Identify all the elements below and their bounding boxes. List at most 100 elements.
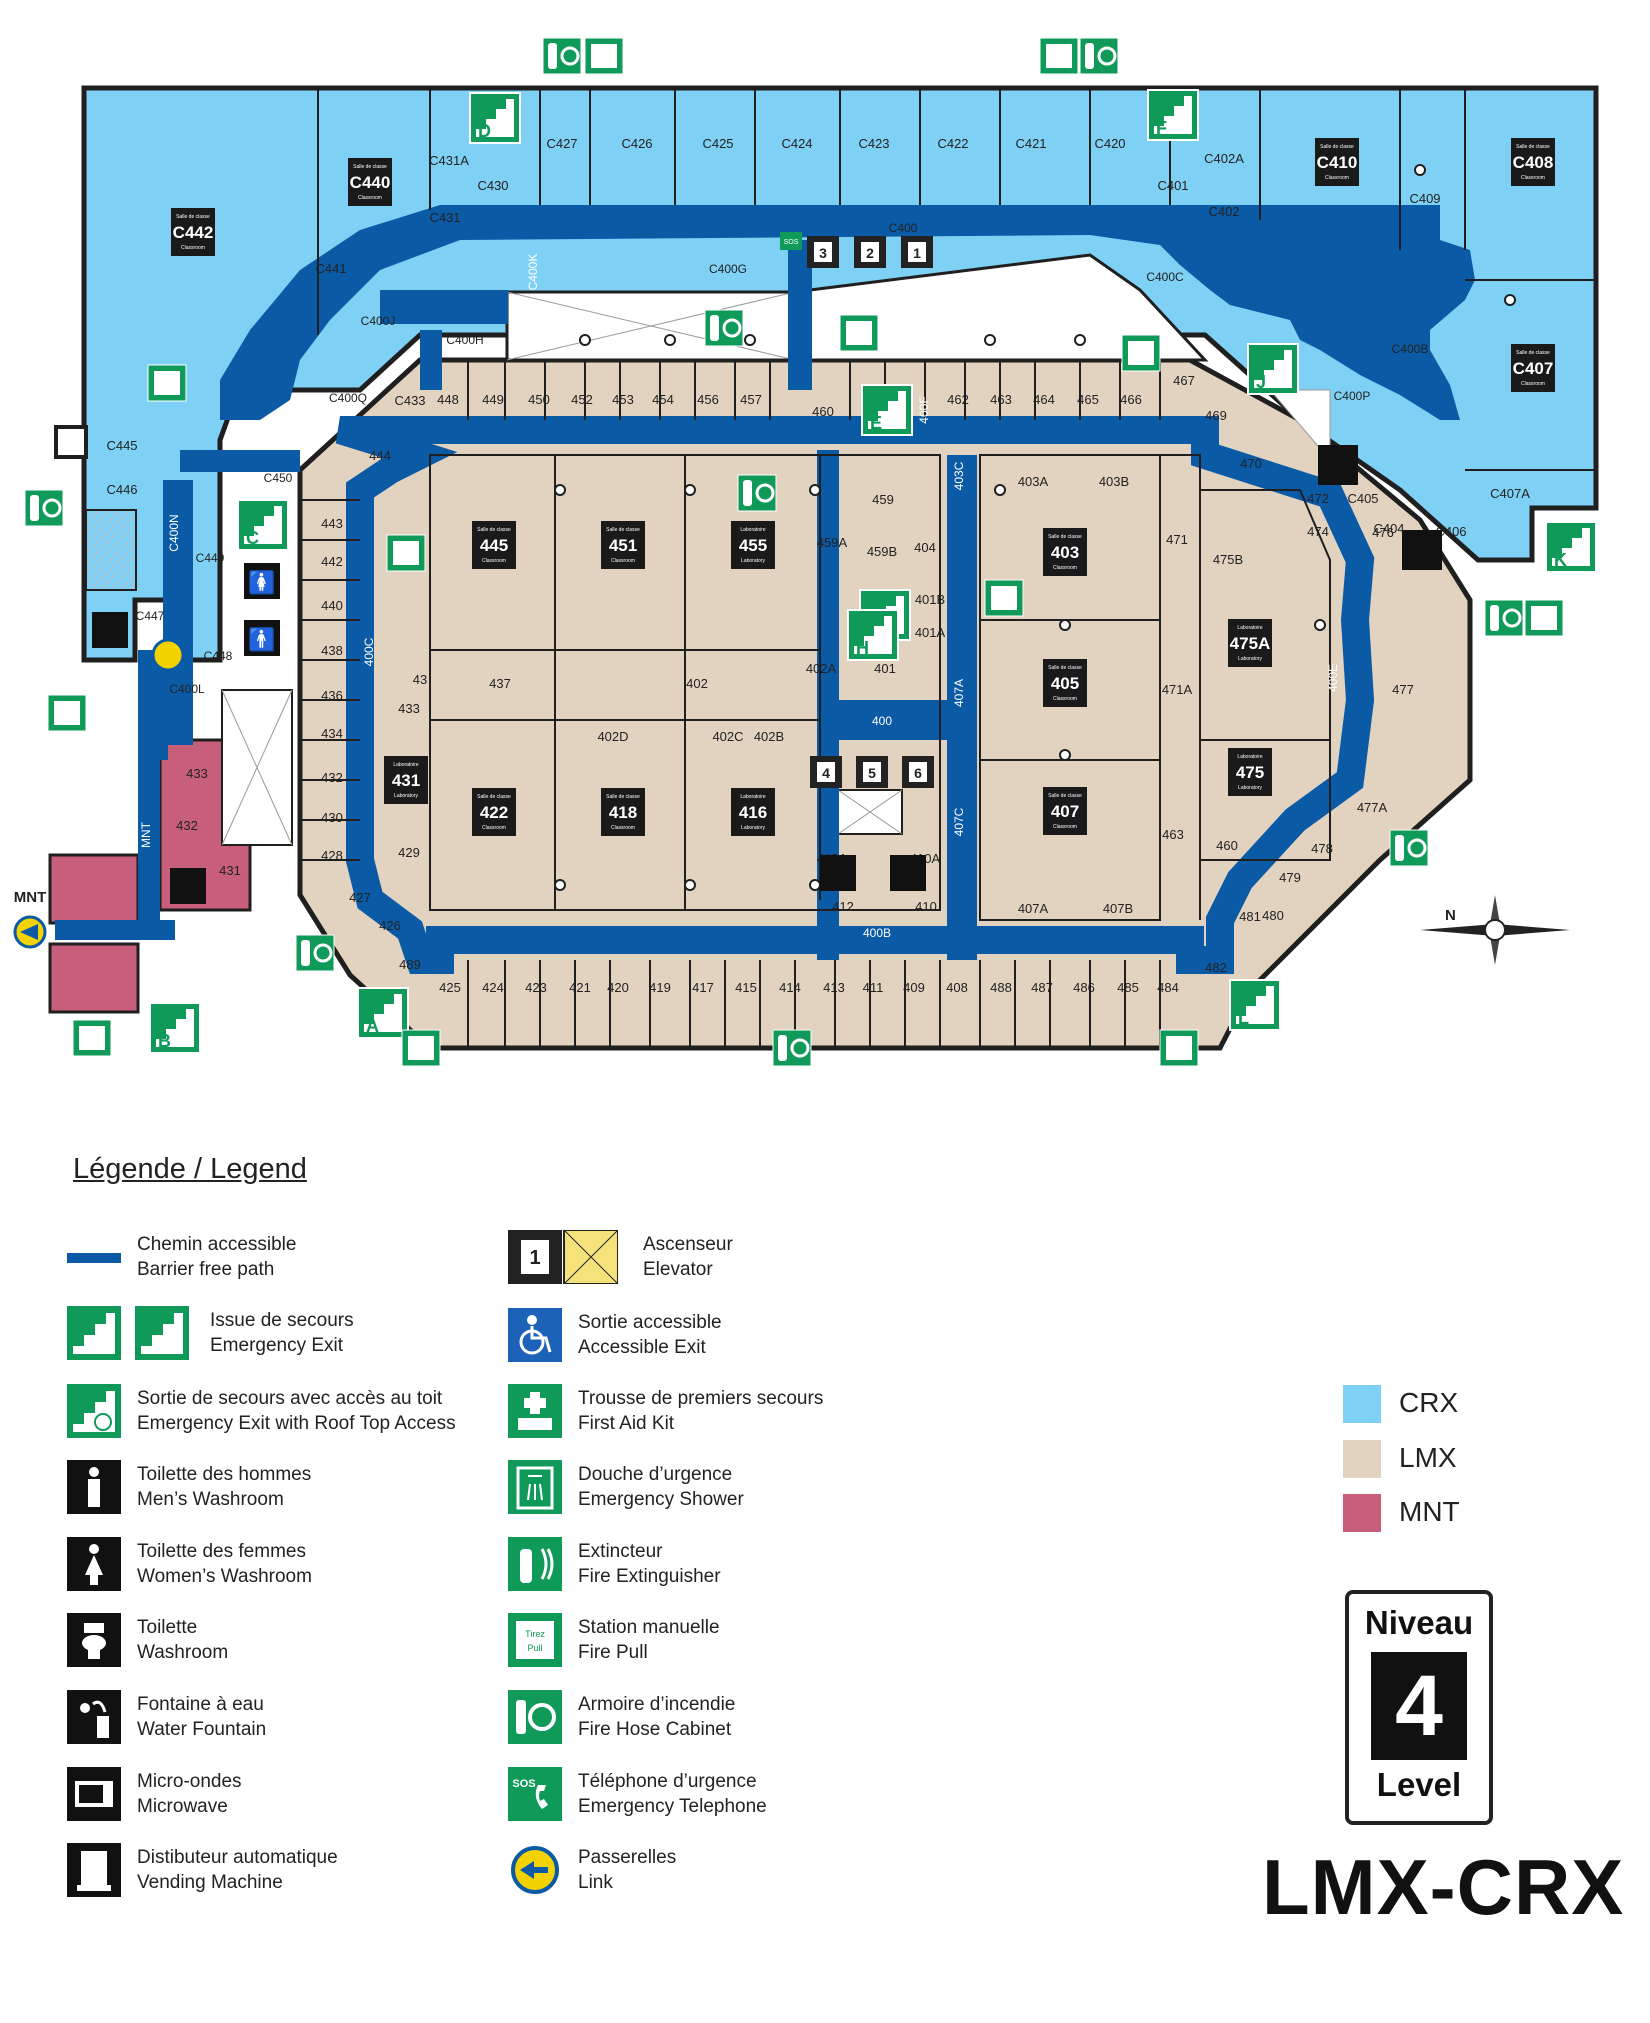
fire-hose-cabinet-icon <box>1079 37 1119 75</box>
svg-text:Salle de classe: Salle de classe <box>1320 144 1354 150</box>
room-label: C446 <box>106 482 137 497</box>
room-label: 408 <box>946 980 968 995</box>
room-label: 479 <box>1279 870 1301 885</box>
corridor-label: C447 <box>136 609 165 623</box>
room-label: 413 <box>823 980 845 995</box>
corridor-label: C400P <box>1334 389 1371 403</box>
elevator-icon: 1 <box>508 1229 619 1285</box>
svg-text:Classroom: Classroom <box>1325 175 1349 181</box>
svg-text:Laboratoire: Laboratoire <box>740 794 766 800</box>
room-label: C402A <box>1204 151 1244 166</box>
svg-text:SOS: SOS <box>784 239 799 246</box>
emergency-exit-icon: F <box>1147 89 1199 141</box>
room-label: 460 <box>812 404 834 419</box>
accessible-exit-icon <box>508 1308 562 1362</box>
svg-text:407: 407 <box>1051 802 1079 821</box>
elevator-icon: 1 <box>901 236 933 268</box>
svg-text:Laboratoire: Laboratoire <box>1237 754 1263 760</box>
room-label: 467 <box>1173 373 1195 388</box>
room-label: 463 <box>990 392 1012 407</box>
room-walls <box>300 88 1596 1048</box>
water-fountain-icon <box>67 1690 121 1744</box>
barrier-free-path-icon <box>67 1230 121 1284</box>
fire-extinguisher-icon <box>508 1537 562 1591</box>
fire-pull-icon <box>1039 37 1079 75</box>
svg-text:Classroom: Classroom <box>482 825 506 831</box>
corridor-label: C400J <box>361 314 396 328</box>
room-label: 484 <box>1157 980 1179 995</box>
room-label: 459A <box>817 535 848 550</box>
atrium-areas <box>85 253 1331 846</box>
corridor-label: C400H <box>446 333 483 347</box>
washroom-icon <box>67 1613 121 1667</box>
womens-washroom-icon <box>67 1537 121 1591</box>
emergency-exit-icon: A <box>357 987 409 1039</box>
room-label: 434 <box>321 726 343 741</box>
room-label: 460 <box>1216 838 1238 853</box>
room-label: 401A <box>915 625 946 640</box>
fire-hose-cabinet-icon <box>704 309 744 347</box>
room-label: C427 <box>546 136 577 151</box>
svg-text:F: F <box>1156 118 1167 138</box>
room-label: 43 <box>413 672 427 687</box>
room-label: 486 <box>1073 980 1095 995</box>
corridor-label: 400C <box>362 637 376 666</box>
room-label: 423 <box>525 980 547 995</box>
level-label-fr: Niveau <box>1364 1604 1474 1641</box>
fire-pull-icon <box>1524 599 1564 637</box>
room-label: 449 <box>482 392 504 407</box>
level-badge: Niveau 4 Level <box>1345 1590 1493 1825</box>
room-label: 463 <box>1162 827 1184 842</box>
room-label: 481 <box>1239 909 1261 924</box>
svg-text:Classroom: Classroom <box>1521 381 1545 387</box>
room-label: 419 <box>649 980 671 995</box>
svg-text:5: 5 <box>868 765 876 781</box>
svg-text:B: B <box>158 1031 171 1051</box>
svg-text:445: 445 <box>480 536 508 555</box>
room-label: 403B <box>1099 474 1129 489</box>
room-label: 409 <box>903 980 925 995</box>
corridor-label: MNT <box>139 821 153 848</box>
svg-text:Salle de classe: Salle de classe <box>606 794 640 800</box>
svg-text:MNT: MNT <box>14 889 47 906</box>
svg-text:416: 416 <box>739 803 767 822</box>
room-label: C430 <box>477 178 508 193</box>
svg-text:Salle de classe: Salle de classe <box>606 527 640 533</box>
svg-text:SOS: SOS <box>512 1778 535 1790</box>
room-label: C426 <box>621 136 652 151</box>
zone-swatch <box>1343 1494 1381 1532</box>
room-label: 488 <box>990 980 1012 995</box>
svg-text:451: 451 <box>609 536 637 555</box>
room-label: C423 <box>858 136 889 151</box>
room-label: 431 <box>219 863 241 878</box>
corridor-label: C400 <box>889 221 918 235</box>
fire-pull-icon <box>1121 334 1161 372</box>
room-label: 414 <box>779 980 801 995</box>
corridor-label: C448 <box>204 649 233 663</box>
room-label: C401 <box>1157 178 1188 193</box>
room-label: C409 <box>1409 191 1440 206</box>
svg-text:Laboratoire: Laboratoire <box>740 527 766 533</box>
svg-text:475A: 475A <box>1230 634 1271 653</box>
first-aid-kit-icon <box>508 1384 562 1438</box>
room-label: 443 <box>321 516 343 531</box>
svg-text:Laboratoire: Laboratoire <box>1237 625 1263 631</box>
room-label: C422 <box>937 136 968 151</box>
room-label: C420 <box>1094 136 1125 151</box>
room-label: C402 <box>1208 204 1239 219</box>
room-label: 466 <box>1120 392 1142 407</box>
room-label: 425 <box>439 980 461 995</box>
svg-text:D: D <box>478 121 491 141</box>
svg-text:C440: C440 <box>350 173 391 192</box>
fire-hose-cabinet-icon <box>542 37 582 75</box>
room-label: C433 <box>394 393 425 408</box>
room-label: 429 <box>398 845 420 860</box>
